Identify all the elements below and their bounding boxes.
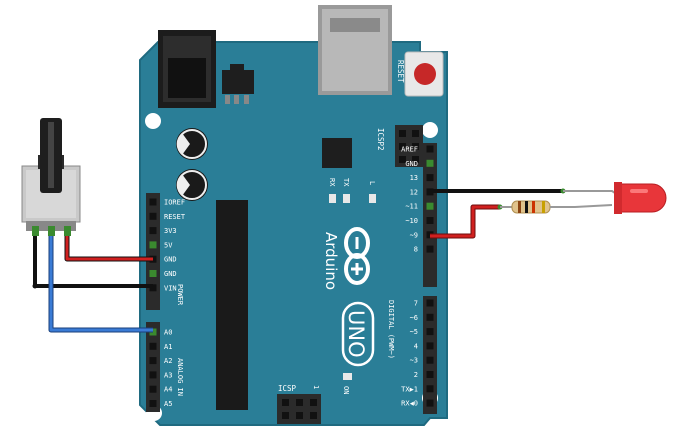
pin-label: RX◀0 [401,400,418,408]
pin-label: ~10 [405,217,418,225]
pin-label: GND [164,256,177,264]
arduino-name: Arduino [322,232,340,290]
pin-label: 2 [414,371,418,379]
header-pin[interactable] [426,313,434,321]
on-label: ON [342,386,350,394]
pin-label: ~11 [405,203,418,211]
pin-label: 3V3 [164,227,177,235]
wire-5v [65,232,153,261]
header-pin[interactable] [149,270,157,277]
pin-label: 7 [414,300,418,308]
header-pin[interactable] [426,371,434,378]
pin-label: A0 [164,329,172,337]
header-pin[interactable] [426,145,434,153]
icsp-header [277,394,321,424]
header-pin[interactable] [149,342,157,350]
header-pin[interactable] [149,385,157,393]
pin-label: A4 [164,386,172,394]
header-pin[interactable] [426,356,434,364]
header-pin[interactable] [149,212,157,220]
pin-label: ~9 [410,231,418,239]
uno-label: UNO [344,310,368,358]
pin-label: ~3 [410,357,418,365]
voltage-regulator [222,64,254,104]
arduino-logo [344,227,370,285]
rx-label: RX [328,178,336,187]
wire-pin11 [430,205,500,238]
power-jack [158,30,216,108]
capacitor-1 [176,128,208,160]
header-pin[interactable] [426,174,434,182]
tx-led [343,194,350,203]
pin-label: A1 [164,343,172,351]
header-pin[interactable] [426,399,434,407]
header-pin[interactable] [149,400,157,407]
red-led [563,182,667,214]
pin-label: 4 [414,342,418,350]
wire-a0 [49,232,153,332]
pin-label: IOREF [164,199,185,207]
mounting-hole [422,122,438,138]
pin-label: A5 [164,400,172,408]
icsp-pin1-label: 1 [312,385,320,389]
l-label: L [368,181,376,185]
rx-led [329,194,336,203]
l-led [369,194,376,203]
icsp-label: ICSP [278,384,297,393]
header-pin[interactable] [426,202,434,210]
resistor [500,200,613,214]
pin-label: 5V [164,241,173,249]
header-pin[interactable] [149,357,157,365]
pin-label: 13 [410,174,418,182]
power-header [146,193,160,310]
pin-label: GND [164,270,177,278]
pin-label: 8 [414,246,418,254]
header-pin[interactable] [149,371,157,379]
header-pin[interactable] [426,159,434,167]
header-pin[interactable] [149,198,157,206]
header-pin[interactable] [426,328,434,336]
pin-label: ~5 [410,328,418,336]
pin-label: GND [405,160,418,168]
digital-header-label: DIGITAL (PWM~) [387,300,395,359]
pin-label: A3 [164,371,172,379]
icsp2-label: ICSP2 [376,128,385,151]
pin-label: AREF [401,146,418,154]
header-pin[interactable] [426,342,434,350]
header-pin[interactable] [149,241,157,249]
pin-label: A2 [164,357,172,365]
pin-label: TX▶1 [401,385,418,393]
reset-button[interactable] [404,51,444,97]
pin-label: 12 [410,188,418,196]
usb-connector [318,5,392,95]
digital-header-bottom [423,296,437,414]
header-pin[interactable] [149,227,157,235]
header-pin[interactable] [426,299,434,307]
tx-label: TX [342,178,350,187]
analog-header-label: ANALOG IN [176,358,184,396]
power-header-label: POWER [176,284,184,306]
atmega-chip [216,200,248,410]
potentiometer[interactable] [21,118,81,236]
usb-chip [322,138,352,168]
mounting-hole [145,113,161,129]
header-pin[interactable] [426,217,434,224]
pin-label: VIN [164,284,177,292]
pin-label: RESET [164,213,186,221]
pin-label: ~6 [410,314,418,322]
header-pin[interactable] [426,245,434,253]
wire-joint [32,283,38,289]
uno-badge [341,301,375,367]
icsp2-header [395,125,423,167]
reset-label: RESET [396,60,405,83]
capacitor-2 [176,169,208,201]
on-led [343,373,352,380]
header-pin[interactable] [426,385,434,393]
